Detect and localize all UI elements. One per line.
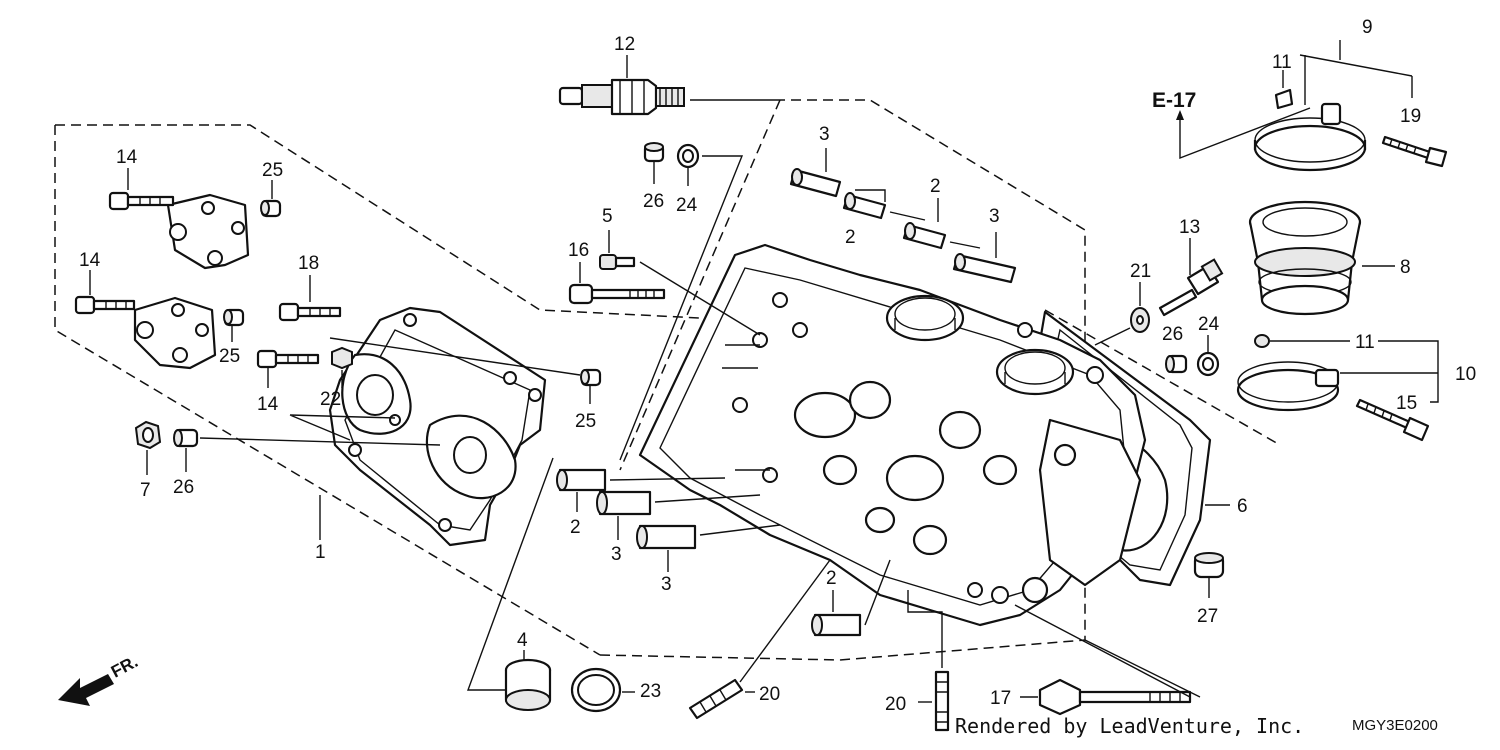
insulator-band-lower [1236,334,1439,412]
bolt-14-lower [256,349,320,388]
callout-2[interactable]: 2 [930,176,941,197]
callout-4[interactable]: 4 [517,630,528,651]
dowel-2-bottom [811,559,891,637]
insulator-band-upper [1253,40,1413,172]
callout-16[interactable]: 16 [568,240,589,261]
callout-25[interactable]: 25 [262,160,283,181]
reference-label: E-17 [1152,89,1196,112]
callout-26[interactable]: 26 [1162,324,1183,345]
callout-24[interactable]: 24 [676,195,698,216]
bolt-14-middle [74,270,136,315]
assembly-outlines [54,99,1281,661]
callout-17[interactable]: 17 [990,688,1011,709]
dowel-4 [466,457,554,711]
callout-labels: 1 2 2 2 2 3 3 3 3 4 5 6 7 8 9 10 11 11 1… [79,17,1476,715]
stud-20-bottom [907,590,950,732]
callout-20[interactable]: 20 [885,694,906,715]
oring-24-top [619,143,744,461]
callout-9[interactable]: 9 [1362,17,1373,38]
washer-7 [134,420,162,475]
dowel-3-left-lower [636,524,781,572]
dowel-26-top [643,142,665,184]
callout-21[interactable]: 21 [1130,261,1151,282]
callout-26[interactable]: 26 [173,477,194,498]
callout-25[interactable]: 25 [219,346,240,367]
callout-24[interactable]: 24 [1198,314,1220,335]
dowel-25-upper [260,180,282,218]
stud-20-left [688,559,831,720]
diagram-code: MGY3E0200 [1352,717,1438,734]
callout-1[interactable]: 1 [315,542,326,563]
callout-2[interactable]: 2 [826,568,837,589]
cam-holder-lower [133,296,217,370]
dowel-2-left [556,468,726,512]
callout-14[interactable]: 14 [79,250,101,271]
callout-8[interactable]: 8 [1400,257,1411,278]
callout-13[interactable]: 13 [1179,217,1200,238]
dowel-25-middle [223,308,245,342]
front-direction-indicator: FR. [58,652,141,706]
bolt-17 [1014,604,1201,716]
callout-3[interactable]: 3 [661,574,672,595]
bolt-18 [278,275,342,322]
screw-19 [1381,135,1448,168]
washer-21 [1094,282,1150,346]
callout-19[interactable]: 19 [1400,106,1421,127]
dowel-26-left [173,428,441,472]
callout-15[interactable]: 15 [1396,393,1417,414]
callout-7[interactable]: 7 [140,480,151,501]
nut-22 [331,346,353,388]
callout-20[interactable]: 20 [759,684,780,705]
callout-11[interactable]: 11 [1272,52,1292,73]
credit-text: Rendered by LeadVenture, Inc. [955,714,1304,738]
dowel-26-right [1165,354,1188,374]
temperature-sensor [1158,238,1224,317]
bolt-14-upper [108,168,175,211]
callout-26[interactable]: 26 [643,191,664,212]
dowel-2-upper [842,189,926,221]
callout-27[interactable]: 27 [1197,606,1218,627]
clip-upper [1274,70,1294,110]
screw-15 [1355,398,1430,442]
oring-24-right [1196,335,1220,377]
reference-e17[interactable]: E-17 [1152,89,1311,160]
cylinder-head [638,243,1147,627]
front-label: FR. [108,652,141,682]
callout-11[interactable]: 11 [1355,332,1375,353]
callout-2[interactable]: 2 [845,227,856,248]
callout-3[interactable]: 3 [989,206,1000,227]
callout-23[interactable]: 23 [640,681,661,702]
callout-3[interactable]: 3 [611,544,622,565]
callout-5[interactable]: 5 [602,206,613,227]
insulator [1248,200,1395,316]
dowel-27 [1193,552,1225,598]
callout-10[interactable]: 10 [1455,364,1476,385]
callout-25[interactable]: 25 [575,411,596,432]
front-arrow-icon [58,674,114,706]
callout-14[interactable]: 14 [257,394,279,415]
bolt-16 [568,262,666,305]
dowel-3-top [789,148,842,198]
head-side-cover [289,306,581,547]
bolt-5 [599,230,761,336]
dowel-3-right [952,232,1017,284]
oring-23 [570,667,635,713]
spark-plug [558,55,775,116]
callout-6[interactable]: 6 [1237,496,1248,517]
callout-22[interactable]: 22 [320,389,341,410]
callout-12[interactable]: 12 [614,34,635,55]
callout-14[interactable]: 14 [116,147,138,168]
callout-3[interactable]: 3 [819,124,830,145]
cam-holder-upper [166,193,250,270]
dowel-25-right [580,368,602,404]
callout-2[interactable]: 2 [570,517,581,538]
callout-18[interactable]: 18 [298,253,319,274]
dowel-2-center [902,198,981,250]
dowel-3-left-upper [596,490,761,540]
